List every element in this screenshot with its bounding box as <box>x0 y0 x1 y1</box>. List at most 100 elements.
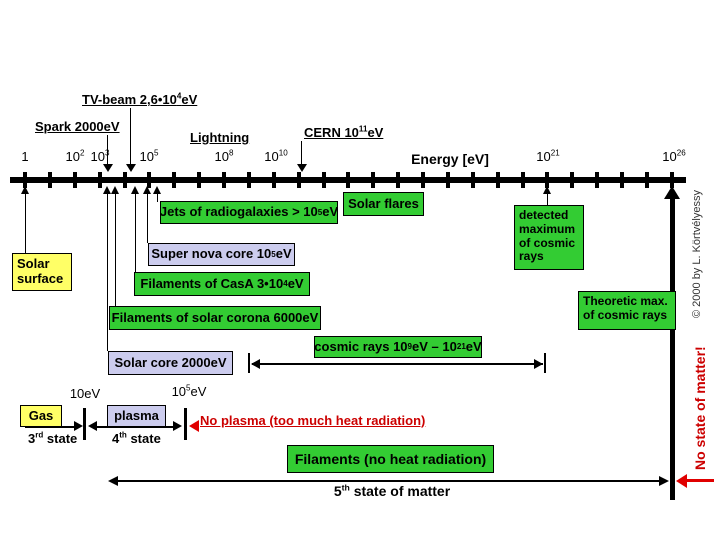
no-state-of-matter-label: No state of matter! <box>692 346 708 470</box>
solar-surface-connector <box>25 193 26 253</box>
no-plasma-arrowhead-icon <box>189 420 199 432</box>
axis-tick <box>371 172 376 188</box>
tick-label-10e5: 105 <box>139 148 159 164</box>
solar-surface-box: Solar surface <box>12 253 72 291</box>
corona-box: Filaments of solar corona 6000eV <box>109 306 321 330</box>
axis-tick <box>97 172 102 188</box>
limit-arrowhead-icon <box>664 186 680 199</box>
no-state-arrowhead-icon <box>676 474 687 488</box>
tv-beam-arrow-line <box>130 108 131 164</box>
axis-tick <box>346 172 351 188</box>
axis-tick <box>495 172 500 188</box>
supernova-arrowhead-icon <box>143 186 151 194</box>
solar-surface-arrowhead-icon <box>21 186 29 194</box>
tick-label-1: 1 <box>21 149 29 164</box>
plasma-box: plasma <box>107 405 166 427</box>
axis-tick <box>421 172 426 188</box>
axis-tick <box>669 172 674 188</box>
axis-tick <box>23 172 27 188</box>
tick-label-10e2: 102 <box>65 148 85 164</box>
cern-arrowhead-icon <box>297 164 307 172</box>
detected-max-box: detected maximum of cosmic rays <box>514 205 584 270</box>
no-state-arrow-line <box>687 479 714 482</box>
gas-range-arrowhead-icon <box>74 421 83 431</box>
axis-tick <box>520 172 525 188</box>
axis-tick <box>445 172 450 188</box>
cosmic-range-right-bar <box>544 353 546 373</box>
copyright-label: © 2000 by L. Körtvélyessy <box>691 190 703 318</box>
ev10-tick <box>83 408 86 440</box>
plasma-range-right-arrowhead-icon <box>173 421 182 431</box>
matter-limit-line <box>670 198 675 500</box>
cosmic-range-left-bar <box>248 353 250 373</box>
plasma-range-line <box>96 426 174 428</box>
ev10e5-label: 105eV <box>171 383 207 399</box>
corona-arrowhead-icon <box>111 186 119 194</box>
axis-tick <box>222 172 227 188</box>
lightning-label: Lightning <box>190 130 250 145</box>
ev10-label: 10eV <box>69 386 101 401</box>
axis-tick <box>271 172 276 188</box>
state5-right-arrowhead-icon <box>659 476 669 486</box>
axis-tick <box>47 172 52 188</box>
spark-label: Spark 2000eV <box>35 119 120 134</box>
axis-tick <box>545 172 550 188</box>
axis-tick <box>296 172 301 188</box>
gas-range-line <box>25 426 77 428</box>
jets-arrowhead-icon <box>153 186 161 194</box>
axis-tick <box>470 172 475 188</box>
axis-tick <box>595 172 600 188</box>
no-plasma-label: No plasma (too much heat radiation) <box>200 413 426 428</box>
tick-label-10e21: 1021 <box>536 148 560 164</box>
axis-tick <box>246 172 251 188</box>
axis-tick <box>172 172 177 188</box>
corona-connector <box>115 193 116 306</box>
tv-beam-label: TV-beam 2,6•104eV <box>82 91 198 107</box>
ev10e5-tick <box>184 408 187 440</box>
axis-tick <box>620 172 625 188</box>
axis-tick <box>396 172 401 188</box>
axis-tick <box>321 172 326 188</box>
axis-tick <box>645 172 649 188</box>
cern-label: CERN 1011eV <box>304 124 384 140</box>
spark-arrowhead-icon <box>103 164 113 172</box>
state5-line <box>117 480 660 482</box>
cosmic-range-line <box>252 363 543 365</box>
supernova-connector <box>147 193 148 243</box>
state3-label: 3rd state <box>28 430 78 446</box>
gas-box: Gas <box>20 405 62 427</box>
solar-core-connector <box>107 193 108 351</box>
tv-beam-arrowhead-icon <box>126 164 136 172</box>
axis-tick <box>570 172 575 188</box>
axis-tick <box>122 172 127 188</box>
jets-connector <box>157 193 158 202</box>
state5-label: 5th state of matter <box>333 482 451 499</box>
axis-title: Energy [eV] <box>411 151 489 167</box>
solar-core-box: Solar core 2000eV <box>108 351 233 375</box>
theoretic-max-box: Theoretic max. of cosmic rays <box>578 291 676 330</box>
cern-arrow-line <box>301 141 302 164</box>
solar-flares-box: Solar flares <box>343 192 424 216</box>
casa-arrowhead-icon <box>131 186 139 194</box>
detected-max-arrowhead-icon <box>543 186 551 194</box>
tick-label-10e8: 108 <box>214 148 234 164</box>
axis-tick <box>197 172 202 188</box>
tick-label-10e10: 1010 <box>264 148 288 164</box>
detected-max-connector <box>547 193 548 205</box>
casa-connector <box>135 193 136 272</box>
tick-label-10e3: 103 <box>90 148 110 164</box>
solar-core-arrowhead-icon <box>103 186 111 194</box>
spark-arrow-line <box>107 135 108 164</box>
cosmic-range-left-arrowhead-icon <box>251 359 260 369</box>
filaments-box: Filaments (no heat radiation) <box>287 445 494 473</box>
plasma-range-left-arrowhead-icon <box>88 421 97 431</box>
tick-label-10e26: 1026 <box>662 148 686 164</box>
state4-label: 4th state <box>112 430 161 446</box>
axis-tick <box>147 172 152 188</box>
cosmic-range-right-arrowhead-icon <box>534 359 543 369</box>
